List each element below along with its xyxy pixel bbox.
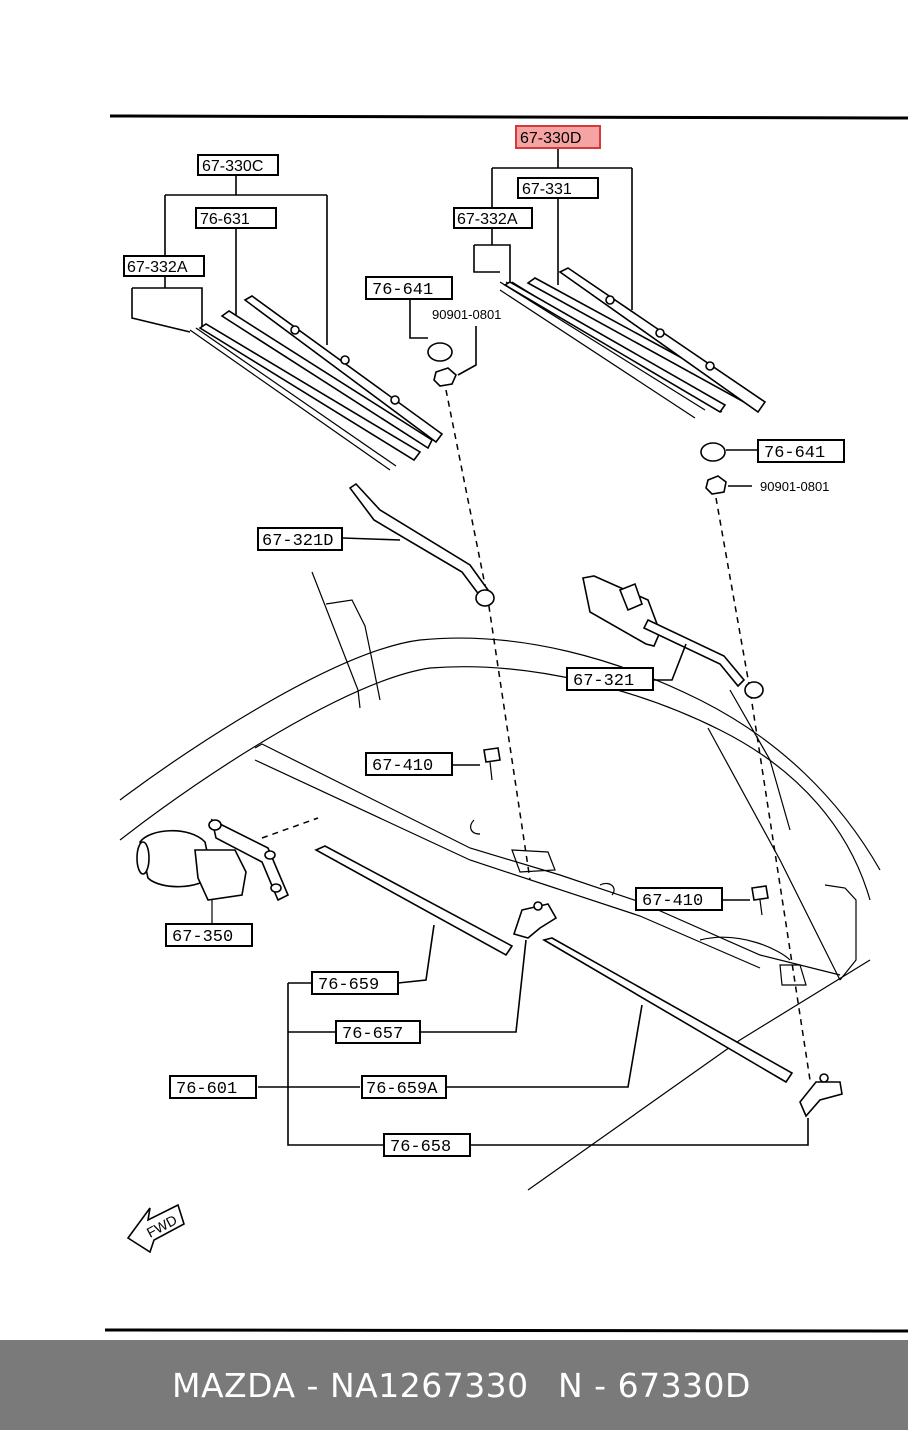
label-67-330D[interactable]: 67-330D bbox=[515, 125, 601, 149]
label-76-659A[interactable]: 76-659A bbox=[361, 1075, 447, 1099]
svg-text:76-659A: 76-659A bbox=[366, 1080, 438, 1099]
label-67-330C[interactable]: 67-330C bbox=[197, 154, 279, 176]
label-76-631[interactable]: 76-631 bbox=[195, 207, 277, 229]
label-76-641-top[interactable]: 76-641 bbox=[365, 276, 453, 300]
svg-text:76-641: 76-641 bbox=[764, 444, 825, 463]
svg-text:67-321D: 67-321D bbox=[262, 532, 333, 551]
svg-text:76-659: 76-659 bbox=[318, 976, 379, 995]
label-76-601[interactable]: 76-601 bbox=[169, 1075, 257, 1099]
label-67-332A-right[interactable]: 67-332A bbox=[453, 207, 533, 229]
svg-text:76-601: 76-601 bbox=[176, 1080, 237, 1099]
label-90901-0801-right[interactable]: 90901-0801 bbox=[760, 479, 829, 494]
footer-bar: MAZDA - NA1267330 N - 67330D bbox=[0, 1340, 908, 1430]
svg-text:90901-0801: 90901-0801 bbox=[760, 479, 829, 494]
svg-text:76-657: 76-657 bbox=[342, 1025, 403, 1044]
svg-text:67-331: 67-331 bbox=[522, 181, 572, 198]
wiper-parts-diagram: FWD 67-330D 67-331 67-332A 67-330C 76-63… bbox=[104, 114, 908, 1333]
pivot-caps-nuts bbox=[409, 300, 811, 1081]
svg-text:67-350: 67-350 bbox=[172, 928, 233, 947]
left-blade-assembly bbox=[131, 174, 444, 471]
svg-text:90901-0801: 90901-0801 bbox=[432, 307, 501, 322]
label-76-657[interactable]: 76-657 bbox=[335, 1020, 421, 1044]
label-67-332A-left[interactable]: 67-332A bbox=[123, 255, 205, 277]
svg-text:67-332A: 67-332A bbox=[457, 211, 518, 228]
label-67-331[interactable]: 67-331 bbox=[517, 177, 599, 199]
footer-diagram-code: N - 67330D bbox=[558, 1366, 751, 1405]
label-67-410-right[interactable]: 67-410 bbox=[635, 887, 723, 911]
label-76-641-right[interactable]: 76-641 bbox=[757, 439, 845, 463]
footer-brand-part-number: MAZDA - NA1267330 bbox=[172, 1366, 529, 1405]
svg-text:67-330D: 67-330D bbox=[520, 130, 581, 147]
bottom-rule bbox=[104, 1328, 908, 1333]
svg-text:67-321: 67-321 bbox=[573, 672, 634, 691]
svg-text:76-641: 76-641 bbox=[372, 281, 433, 300]
svg-text:76-658: 76-658 bbox=[390, 1138, 451, 1157]
label-90901-0801-top[interactable]: 90901-0801 bbox=[432, 307, 501, 322]
svg-text:67-410: 67-410 bbox=[642, 892, 703, 911]
label-67-410-left[interactable]: 67-410 bbox=[365, 752, 453, 776]
fwd-arrow: FWD bbox=[126, 1203, 185, 1254]
label-76-659[interactable]: 76-659 bbox=[311, 971, 399, 995]
label-67-350[interactable]: 67-350 bbox=[165, 923, 253, 947]
svg-text:76-631: 76-631 bbox=[200, 211, 250, 228]
label-67-321D[interactable]: 67-321D bbox=[257, 527, 343, 551]
motor-and-linkage bbox=[136, 747, 843, 1146]
svg-text:67-410: 67-410 bbox=[372, 757, 433, 776]
svg-text:67-330C: 67-330C bbox=[202, 158, 263, 175]
wiper-arms bbox=[342, 482, 764, 699]
top-rule bbox=[109, 114, 908, 120]
label-76-658[interactable]: 76-658 bbox=[383, 1133, 471, 1157]
right-blade-assembly bbox=[473, 148, 767, 419]
svg-text:67-332A: 67-332A bbox=[127, 259, 188, 276]
label-67-321[interactable]: 67-321 bbox=[566, 667, 654, 691]
car-body-outline bbox=[119, 571, 881, 1191]
